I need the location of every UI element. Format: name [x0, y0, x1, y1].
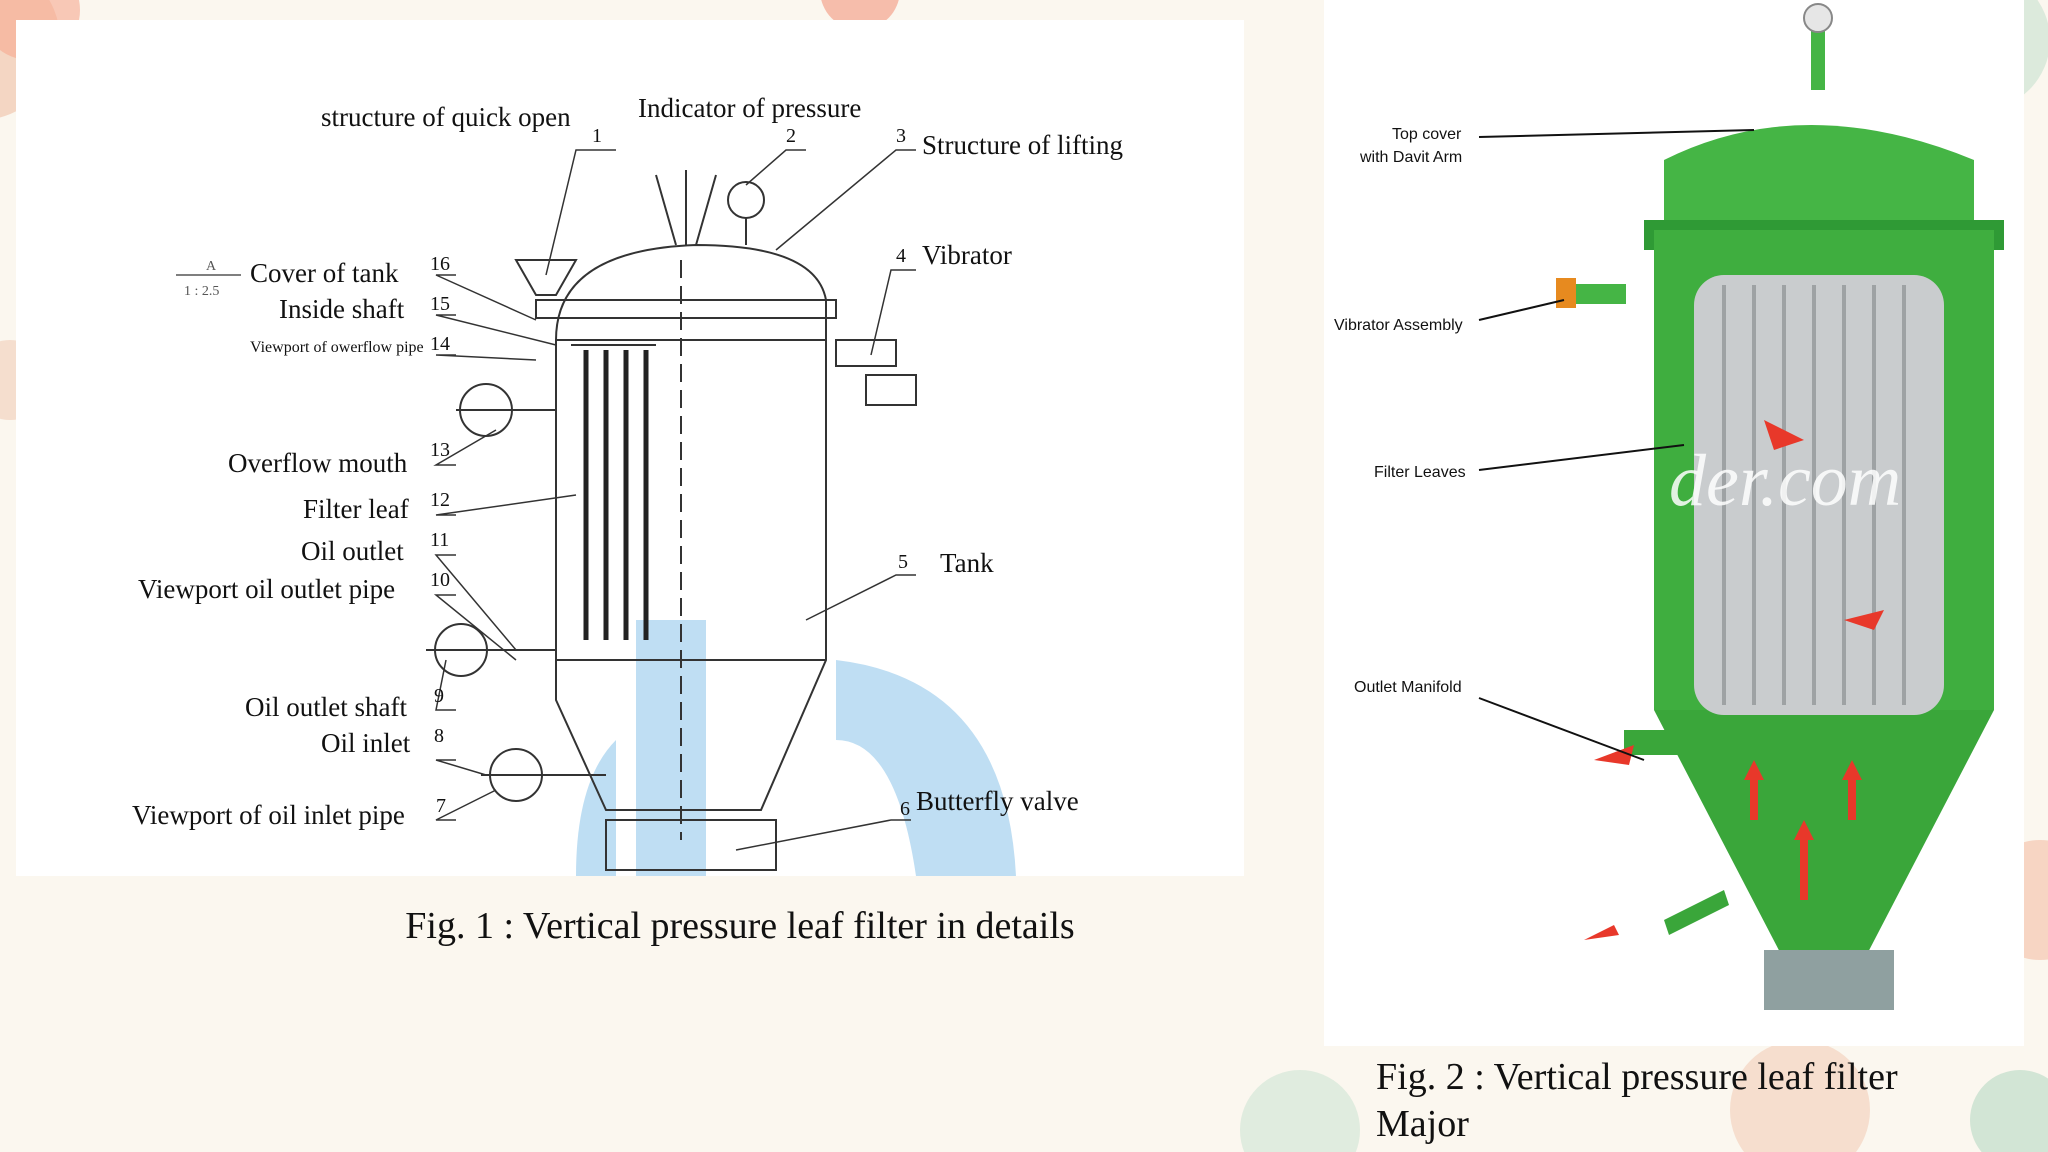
fig2-labels: Top cover with Davit Arm Vibrator Assemb… [1334, 126, 1466, 696]
fig2-leader-lines [1478, 129, 1755, 761]
label-pressure: Indicator of pressure [638, 93, 861, 123]
figure-1-diagram: A 1 : 2.5 1 2 3 4 5 6 7 8 9 10 11 12 13 … [16, 20, 1244, 876]
flow-arrows [1584, 420, 1884, 940]
figure-2-caption-line1: Fig. 2 : Vertical pressure leaf filter [1376, 1056, 1898, 1098]
number-12: 12 [430, 489, 450, 511]
number-7: 7 [436, 795, 446, 817]
number-15: 15 [430, 293, 450, 315]
inlet-pipe [1664, 890, 1729, 935]
label-quick-open: structure of quick open [321, 102, 571, 132]
scale-top: A [206, 259, 217, 274]
number-9: 9 [434, 685, 444, 707]
figure-2-diagram: der.com Top cover with Davit Arm Vibrato… [1324, 0, 2024, 1046]
label-butterfly-valve: Butterfly valve [916, 786, 1079, 816]
part-labels: structure of quick open Indicator of pre… [132, 93, 1123, 830]
label-overflow-viewport: Viewport of owerflow pipe [250, 339, 424, 356]
watermark-logo [576, 620, 1016, 876]
label-oil-outlet-viewport: Viewport oil outlet pipe [138, 574, 395, 604]
label-vibrator: Vibrator [922, 240, 1012, 270]
number-11: 11 [430, 529, 449, 551]
figure-1-caption: Fig. 1 : Vertical pressure leaf filter i… [405, 905, 1075, 947]
number-8: 8 [434, 725, 444, 747]
label-inside-shaft: Inside shaft [279, 294, 405, 324]
figure-2-caption: Fig. 2 : Vertical pressure leaf filter M… [1376, 1054, 1976, 1148]
label-outlet-manifold: Outlet Manifold [1354, 679, 1462, 696]
label-overflow-mouth: Overflow mouth [228, 448, 408, 478]
label-cover: Cover of tank [250, 258, 399, 288]
vibrator-assembly [1556, 278, 1626, 308]
filter-leaves [1694, 275, 1944, 715]
number-5: 5 [898, 551, 908, 573]
label-oil-outlet-shaft: Oil outlet shaft [245, 692, 407, 722]
number-13: 13 [430, 439, 450, 461]
label-oil-inlet: Oil inlet [321, 728, 411, 758]
label-filter-leaves: Filter Leaves [1374, 464, 1466, 481]
number-16: 16 [430, 253, 450, 275]
leaf-filter-schematic: A 1 : 2.5 1 2 3 4 5 6 7 8 9 10 11 12 13 … [132, 93, 1123, 876]
number-2: 2 [786, 125, 796, 147]
label-vibrator-assembly: Vibrator Assembly [1334, 317, 1463, 334]
leader-lines [433, 149, 916, 851]
label-oil-inlet-viewport: Viewport of oil inlet pipe [132, 800, 405, 830]
outlet-manifold-pipe [1624, 730, 1714, 755]
leaf-filter-illustration: der.com Top cover with Davit Arm Vibrato… [1334, 3, 2004, 1010]
tank-body [426, 170, 917, 871]
label-top-cover-2: with Davit Arm [1359, 149, 1462, 166]
label-tank: Tank [940, 548, 994, 578]
figure-2-caption-line2: Major [1376, 1103, 1469, 1145]
label-top-cover-1: Top cover [1392, 126, 1462, 143]
number-1: 1 [592, 125, 602, 147]
label-oil-outlet: Oil outlet [301, 536, 404, 566]
part-numbers: 1 2 3 4 5 6 7 8 9 10 11 12 13 14 15 16 [430, 125, 910, 820]
scale-bottom: 1 : 2.5 [184, 284, 219, 299]
number-14: 14 [430, 333, 450, 355]
number-6: 6 [900, 798, 910, 820]
watermark-text: der.com [1669, 440, 1901, 522]
number-3: 3 [896, 125, 906, 147]
number-4: 4 [896, 245, 906, 267]
label-filter-leaf: Filter leaf [303, 494, 409, 524]
number-10: 10 [430, 569, 450, 591]
label-lifting: Structure of lifting [922, 130, 1123, 160]
